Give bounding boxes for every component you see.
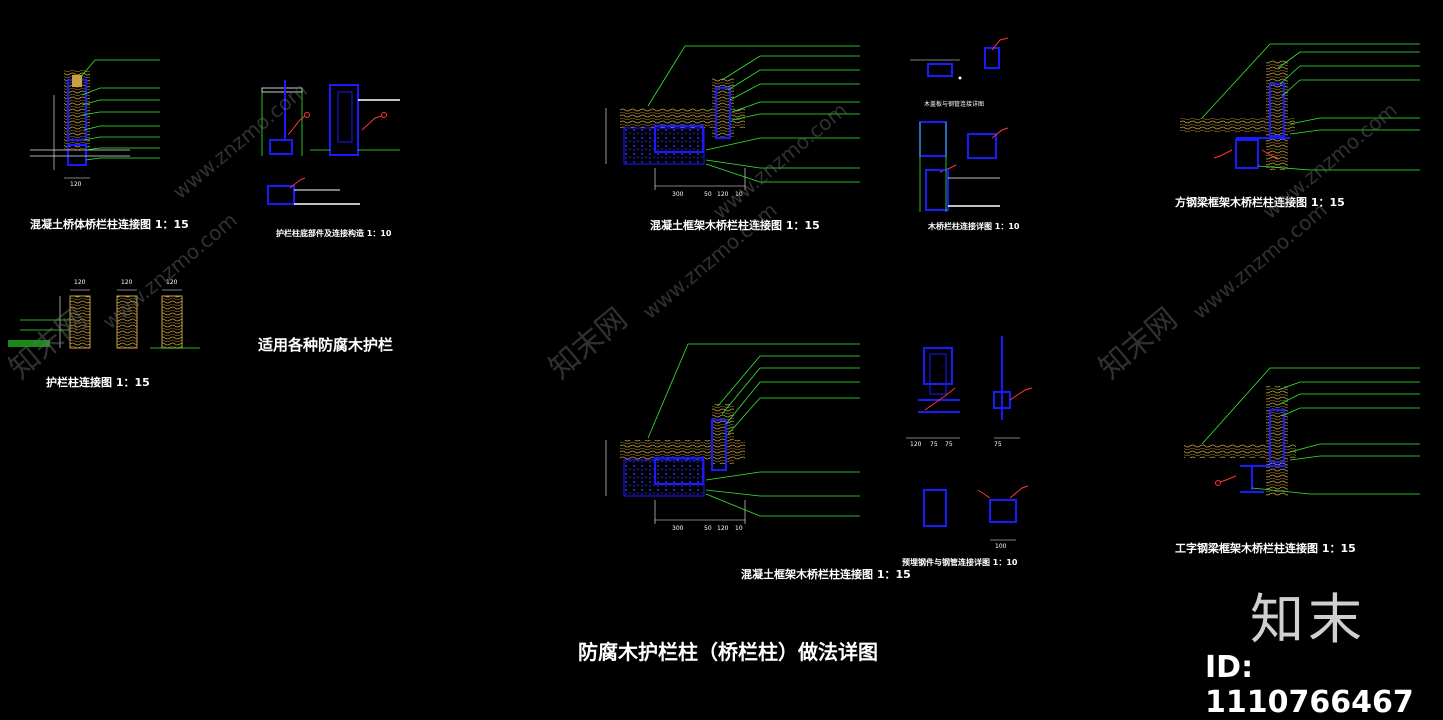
dim-label: 300 [672,525,684,532]
watermark-site: www.znzmo.com [1188,198,1332,324]
watermark-cn: 知末网 [1093,301,1184,386]
caption-detail-8: 预埋钢件与钢管连接详图 1：10 [902,557,1018,567]
dim-label: 10 [735,191,743,198]
dim-label: 75 [945,441,953,448]
detail-embedded-steel: 120 75 75 75 100 预埋钢件与钢管连接详图 1：10 [902,336,1033,567]
dim-label: 120 [717,191,729,198]
applicability-note: 适用各种防腐木护栏 [258,336,394,354]
detail-concrete-bridge-post: 120 混凝土桥体桥栏柱连接图 1：15 [30,59,189,231]
svg-text:木盖板与钢管连接详图: 木盖板与钢管连接详图 [924,100,984,108]
watermark-logo: 知末 [1250,588,1366,651]
watermark-cn: 知末网 [543,301,634,386]
dim-label: 120 [74,279,86,286]
detail-guardrail-posts: 120 120 120 护栏柱连接图 1：15 [8,279,200,389]
dim-label: 10 [735,525,743,532]
dim-label: 120 [166,279,178,286]
dim-label: 120 [121,279,133,286]
watermark-site: www.znzmo.com [638,198,782,324]
caption-detail-9: 工字钢梁框架木桥栏柱连接图 1：15 [1175,541,1356,555]
detail-wood-post-connection: 木盖板与钢管连接详图 木桥栏柱连接详图 1：10 [910,37,1020,231]
detail-i-beam: 工字钢梁框架木桥栏柱连接图 1：15 [1175,367,1420,555]
dim-label: 50 [704,191,712,198]
dim-label: 50 [704,525,712,532]
detail-concrete-frame-top: 300 50 120 10 混凝土框架木桥栏柱连接图 1：15 [605,45,860,232]
caption-detail-6: 方钢梁框架木桥栏柱连接图 1：15 [1175,195,1345,209]
caption-detail-1: 混凝土桥体桥栏柱连接图 1：15 [30,217,189,231]
caption-detail-5: 木桥栏柱连接详图 1：10 [927,221,1020,231]
detail-square-steel-beam: 方钢梁框架木桥栏柱连接图 1：15 [1175,43,1420,209]
caption-detail-3: 护栏柱连接图 1：15 [46,375,150,389]
watermark-id: ID: 1110766467 [1205,650,1414,720]
caption-detail-7: 混凝土框架木桥栏柱连接图 1：15 [741,567,911,581]
caption-detail-4: 混凝土框架木桥栏柱连接图 1：15 [650,218,820,232]
dim-label: 120 [70,181,82,188]
detail-post-base-parts: 护栏柱底部件及连接构造 1：10 [261,80,400,238]
dim-label: 100 [995,543,1007,550]
dim-label: 75 [994,441,1002,448]
dim-label: 120 [910,441,922,448]
drawing-title: 防腐木护栏柱（桥栏柱）做法详图 [578,640,878,664]
dim-label: 300 [672,191,684,198]
dim-label: 120 [717,525,729,532]
dim-label: 75 [930,441,938,448]
caption-detail-2: 护栏柱底部件及连接构造 1：10 [276,228,392,238]
detail-concrete-frame-bottom: 300 50 120 10 混凝土框架木桥栏柱连接图 1：15 [605,343,911,581]
